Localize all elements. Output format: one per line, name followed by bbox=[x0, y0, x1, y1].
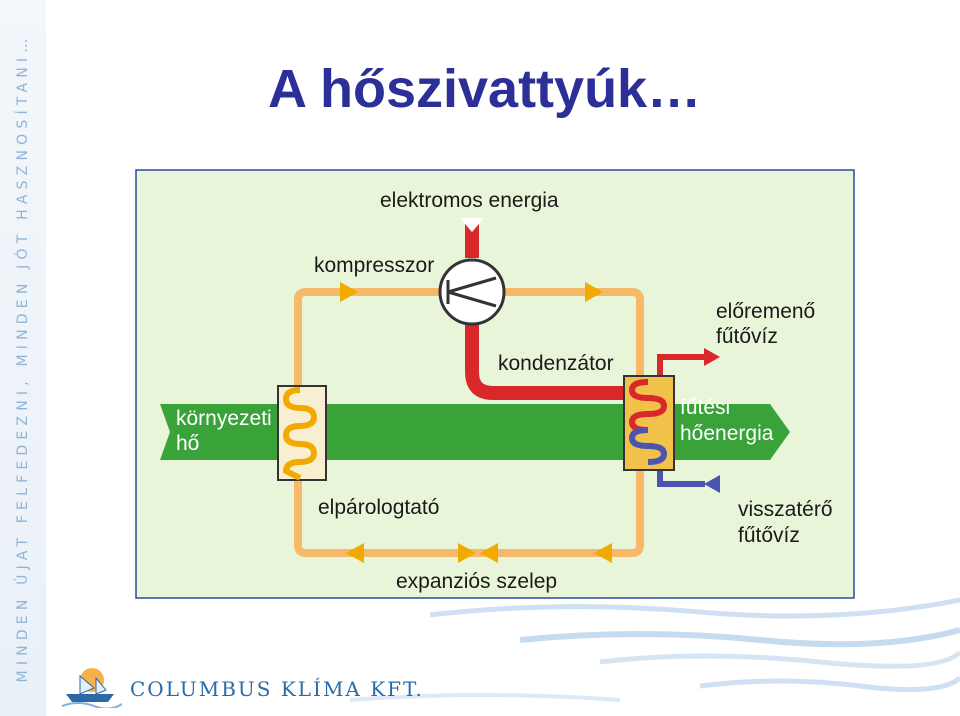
label-expansion-valve: expanziós szelep bbox=[396, 570, 557, 593]
label-flow-water-1: előremenő bbox=[716, 300, 815, 323]
label-condenser: kondenzátor bbox=[498, 352, 614, 375]
flow-water-arrowhead bbox=[704, 348, 720, 366]
company-logo-icon bbox=[61, 668, 122, 708]
label-compressor: kompresszor bbox=[314, 254, 434, 277]
label-ambient-heat-1: környezeti bbox=[176, 407, 272, 430]
label-return-water-2: fűtővíz bbox=[738, 524, 800, 547]
electric-input-arrow bbox=[460, 218, 484, 232]
evaporator-unit bbox=[277, 385, 327, 481]
condenser-unit bbox=[623, 375, 675, 471]
label-ambient-heat-2: hő bbox=[176, 432, 199, 455]
diagram-panel bbox=[135, 169, 855, 599]
label-heating-energy-1: fűtési bbox=[680, 396, 730, 419]
company-name: COLUMBUS KLÍMA KFT. bbox=[130, 677, 424, 701]
side-strip: MINDEN ÚJAT FELFEDEZNI, MINDEN JÓT HASZN… bbox=[0, 0, 46, 716]
label-flow-water-2: fűtővíz bbox=[716, 325, 778, 348]
slide-title: A hőszivattyúk… bbox=[268, 59, 702, 119]
label-electric-energy: elektromos energia bbox=[380, 189, 559, 212]
flow-water-line bbox=[657, 354, 705, 380]
compressor-symbol bbox=[438, 258, 506, 326]
label-evaporator: elpárologtató bbox=[318, 496, 439, 519]
return-water-arrowhead bbox=[704, 475, 720, 493]
label-return-water-1: visszatérő bbox=[738, 498, 833, 521]
flow-direction-arrows bbox=[340, 282, 612, 563]
label-heating-energy-2: hőenergia bbox=[680, 422, 774, 445]
